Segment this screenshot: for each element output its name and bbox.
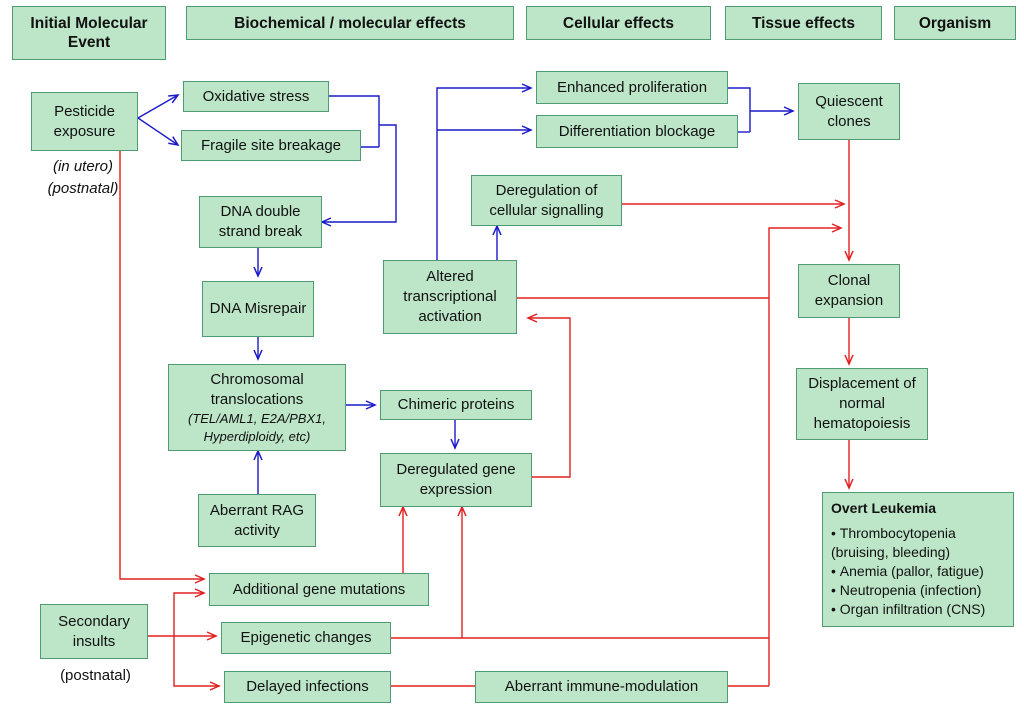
leukemia-symptom: Organ infiltration (CNS) bbox=[831, 600, 1005, 619]
node-clonal-expansion: Clonal expansion bbox=[798, 264, 900, 318]
note-postnatal: (postnatal) bbox=[47, 180, 119, 197]
node-delayed-infections: Delayed infections bbox=[224, 671, 391, 703]
leukemia-symptom: Anemia (pallor, fatigue) bbox=[831, 562, 1005, 581]
node-chromosomal-translocations: Chromosomal translocations (TEL/AML1, E2… bbox=[168, 364, 346, 451]
note-exposure-timing: (in utero) (postnatal) bbox=[18, 156, 148, 200]
leukemia-symptom: Neutropenia (infection) bbox=[831, 581, 1005, 600]
arrow-dereg-altered bbox=[526, 313, 571, 478]
arrow-secondary-addmut bbox=[148, 588, 206, 637]
arrow-right-vertical bbox=[768, 223, 843, 686]
node-quiescent-clones: Quiescent clones bbox=[798, 83, 900, 140]
line-oxidative-merge bbox=[329, 95, 380, 147]
header-organism: Organism bbox=[894, 6, 1016, 40]
header-cellular-effects: Cellular effects bbox=[526, 6, 711, 40]
arrow-secondary-delayed bbox=[173, 636, 221, 691]
arrow-pesticide-oxidative bbox=[137, 94, 180, 119]
node-additional-gene-mutations: Additional gene mutations bbox=[209, 573, 429, 606]
node-deregulation-cellular-signalling: Deregulation of cellular signalling bbox=[471, 175, 622, 226]
arrow-pesticide-fragile bbox=[137, 117, 180, 147]
node-altered-transcriptional-activation: Altered transcriptional activation bbox=[383, 260, 517, 334]
node-enhanced-proliferation: Enhanced proliferation bbox=[536, 71, 728, 104]
header-tissue-effects: Tissue effects bbox=[725, 6, 882, 40]
node-deregulated-gene-expression: Deregulated gene expression bbox=[380, 453, 532, 507]
leukemia-title: Overt Leukemia bbox=[831, 500, 937, 516]
note-postnatal-secondary: (postnatal) bbox=[60, 667, 131, 684]
node-differentiation-blockage: Differentiation blockage bbox=[536, 115, 738, 148]
node-aberrant-immune-modulation: Aberrant immune-modulation bbox=[475, 671, 728, 703]
node-pesticide-exposure: Pesticide exposure bbox=[31, 92, 138, 151]
node-secondary-insults: Secondary insults bbox=[40, 604, 148, 659]
leukemia-symptom-list: Thrombocytopenia (bruising, bleeding) An… bbox=[831, 524, 1005, 619]
line-enhanced-merge bbox=[728, 87, 751, 132]
node-overt-leukemia: Overt Leukemia Thrombocytopenia (bruisin… bbox=[822, 492, 1014, 627]
leukemia-symptom: Thrombocytopenia (bruising, bleeding) bbox=[831, 524, 1005, 562]
arrow-pesticide-addmut bbox=[119, 142, 206, 584]
chromosomal-examples: (TEL/AML1, E2A/PBX1, Hyperdiploidy, etc) bbox=[187, 410, 326, 444]
arrow-altered-enhanced bbox=[436, 83, 533, 260]
chromosomal-title: Chromosomal translocations bbox=[210, 370, 304, 408]
node-fragile-site-breakage: Fragile site breakage bbox=[181, 130, 361, 161]
node-chimeric-proteins: Chimeric proteins bbox=[380, 390, 532, 420]
node-oxidative-stress: Oxidative stress bbox=[183, 81, 329, 112]
header-initial-molecular-event: Initial Molecular Event bbox=[12, 6, 166, 60]
node-dna-misrepair: DNA Misrepair bbox=[202, 281, 314, 337]
header-biochemical-effects: Biochemical / molecular effects bbox=[186, 6, 514, 40]
node-epigenetic-changes: Epigenetic changes bbox=[221, 622, 391, 654]
node-aberrant-rag-activity: Aberrant RAG activity bbox=[198, 494, 316, 547]
node-dna-double-strand-break: DNA double strand break bbox=[199, 196, 322, 248]
node-displacement-hematopoiesis: Displacement of normal hematopoiesis bbox=[796, 368, 928, 440]
note-in-utero: (in utero) bbox=[52, 158, 114, 175]
arrow-merge-dsb bbox=[320, 124, 397, 227]
